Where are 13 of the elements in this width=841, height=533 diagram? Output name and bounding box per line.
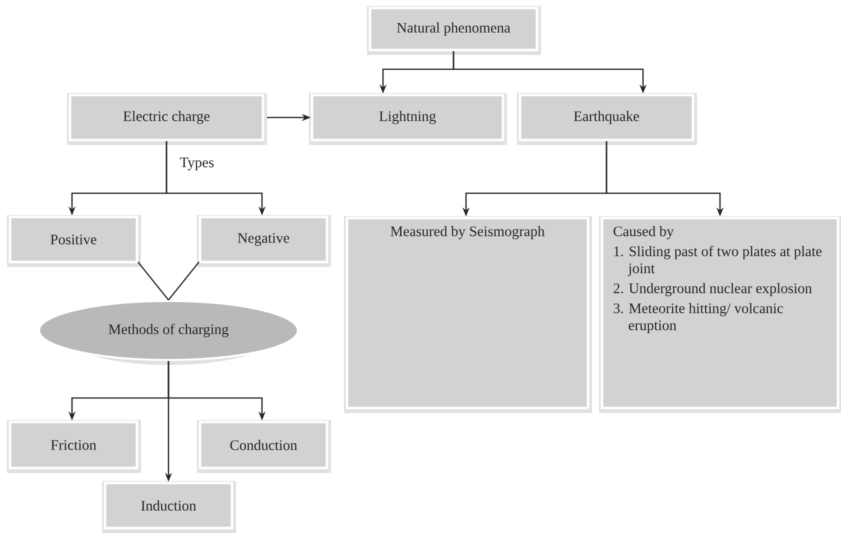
process-box: Friction xyxy=(7,420,141,473)
info-panel: Caused by 1. Sliding past of two plates at plate joint 2. Underground nuclear explosion 3. Meteorite hitting/ volcanic eruption xyxy=(599,216,841,413)
process-box: Positive xyxy=(7,215,141,267)
process-box: Conduction xyxy=(197,420,331,473)
process-box: Lightning xyxy=(309,93,507,145)
process-box: Induction xyxy=(102,481,236,533)
process-box: Earthquake xyxy=(517,93,697,145)
oval-node: Methods of charging xyxy=(38,300,299,365)
process-box: Natural phenomena xyxy=(367,6,541,55)
info-panel: Measured by Seismograph xyxy=(344,216,592,413)
edge-label: Types xyxy=(178,156,216,172)
process-box: Electric charge xyxy=(67,93,267,145)
process-box: Negative xyxy=(197,215,331,267)
